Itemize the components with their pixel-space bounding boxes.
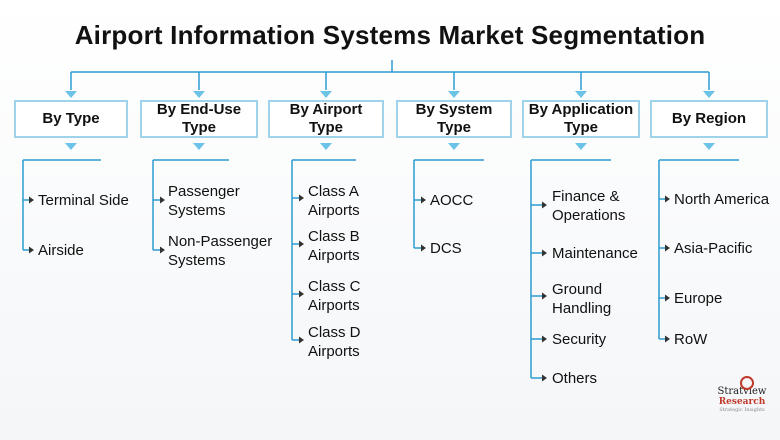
segment-item: DCS [430,240,462,257]
arrow-down-icon [65,91,77,98]
logo-line3: Strategic Insights [719,407,765,413]
segment-item: Others [552,370,598,387]
diagram-title: Airport Information Systems Market Segme… [74,20,706,50]
arrow-right-icon [299,336,304,344]
category-by-region: By Region [650,100,768,138]
arrow-down-icon [448,91,460,98]
segment-item: Maintenance [552,245,638,262]
arrow-right-icon [160,196,165,204]
segment-item: North America [674,191,770,208]
arrow-right-icon [29,196,34,204]
category-by-system-type: By System Type [396,100,512,138]
segment-item: Class D Airports [308,324,361,360]
arrow-down-icon [448,143,460,150]
arrow-right-icon [665,195,670,203]
arrow-right-icon [542,201,547,209]
arrow-right-icon [665,244,670,252]
segment-item: Airside [38,242,84,259]
arrow-down-icon [65,143,77,150]
arrow-down-icon [320,91,332,98]
segment-item: Finance & Operations [552,188,626,224]
logo-line2: Research [718,397,766,407]
logo-mark-icon [740,376,754,390]
arrow-down-icon [193,91,205,98]
arrow-right-icon [29,246,34,254]
segment-item: Class B Airports [308,228,360,264]
arrow-down-icon [193,143,205,150]
arrow-right-icon [542,374,547,382]
logo-line1: Stratview [717,386,767,397]
category-by-application-type: By Application Type [522,100,640,138]
category-by-type: By Type [14,100,128,138]
arrow-down-icon [703,91,715,98]
segment-item: Terminal Side [38,192,129,209]
segment-item: Europe [674,290,723,307]
segment-item: Passenger Systems [168,183,240,219]
arrow-right-icon [421,244,426,252]
segment-item: RoW [674,331,708,348]
arrow-right-icon [299,194,304,202]
arrow-right-icon [665,294,670,302]
arrow-right-icon [542,292,547,300]
segment-item: AOCC [430,192,474,209]
category-by-end-use-type: By End-Use Type [140,100,258,138]
segment-item: Asia-Pacific [674,240,753,257]
arrow-right-icon [160,246,165,254]
arrow-right-icon [542,249,547,257]
arrow-down-icon [575,143,587,150]
segment-item: Class A Airports [308,183,360,219]
arrow-right-icon [299,290,304,298]
stratview-logo: Stratview Research Strategic Insights [712,376,772,416]
segment-item: Security [552,331,607,348]
arrow-right-icon [542,335,547,343]
category-by-airport-type: By Airport Type [268,100,384,138]
segment-item: Ground Handling [552,281,612,317]
arrow-right-icon [665,335,670,343]
arrow-right-icon [421,196,426,204]
segment-item: Non-Passenger Systems [168,233,273,269]
arrow-down-icon [320,143,332,150]
arrow-right-icon [299,240,304,248]
arrow-down-icon [575,91,587,98]
segment-item: Class C Airports [308,278,361,314]
arrow-down-icon [703,143,715,150]
